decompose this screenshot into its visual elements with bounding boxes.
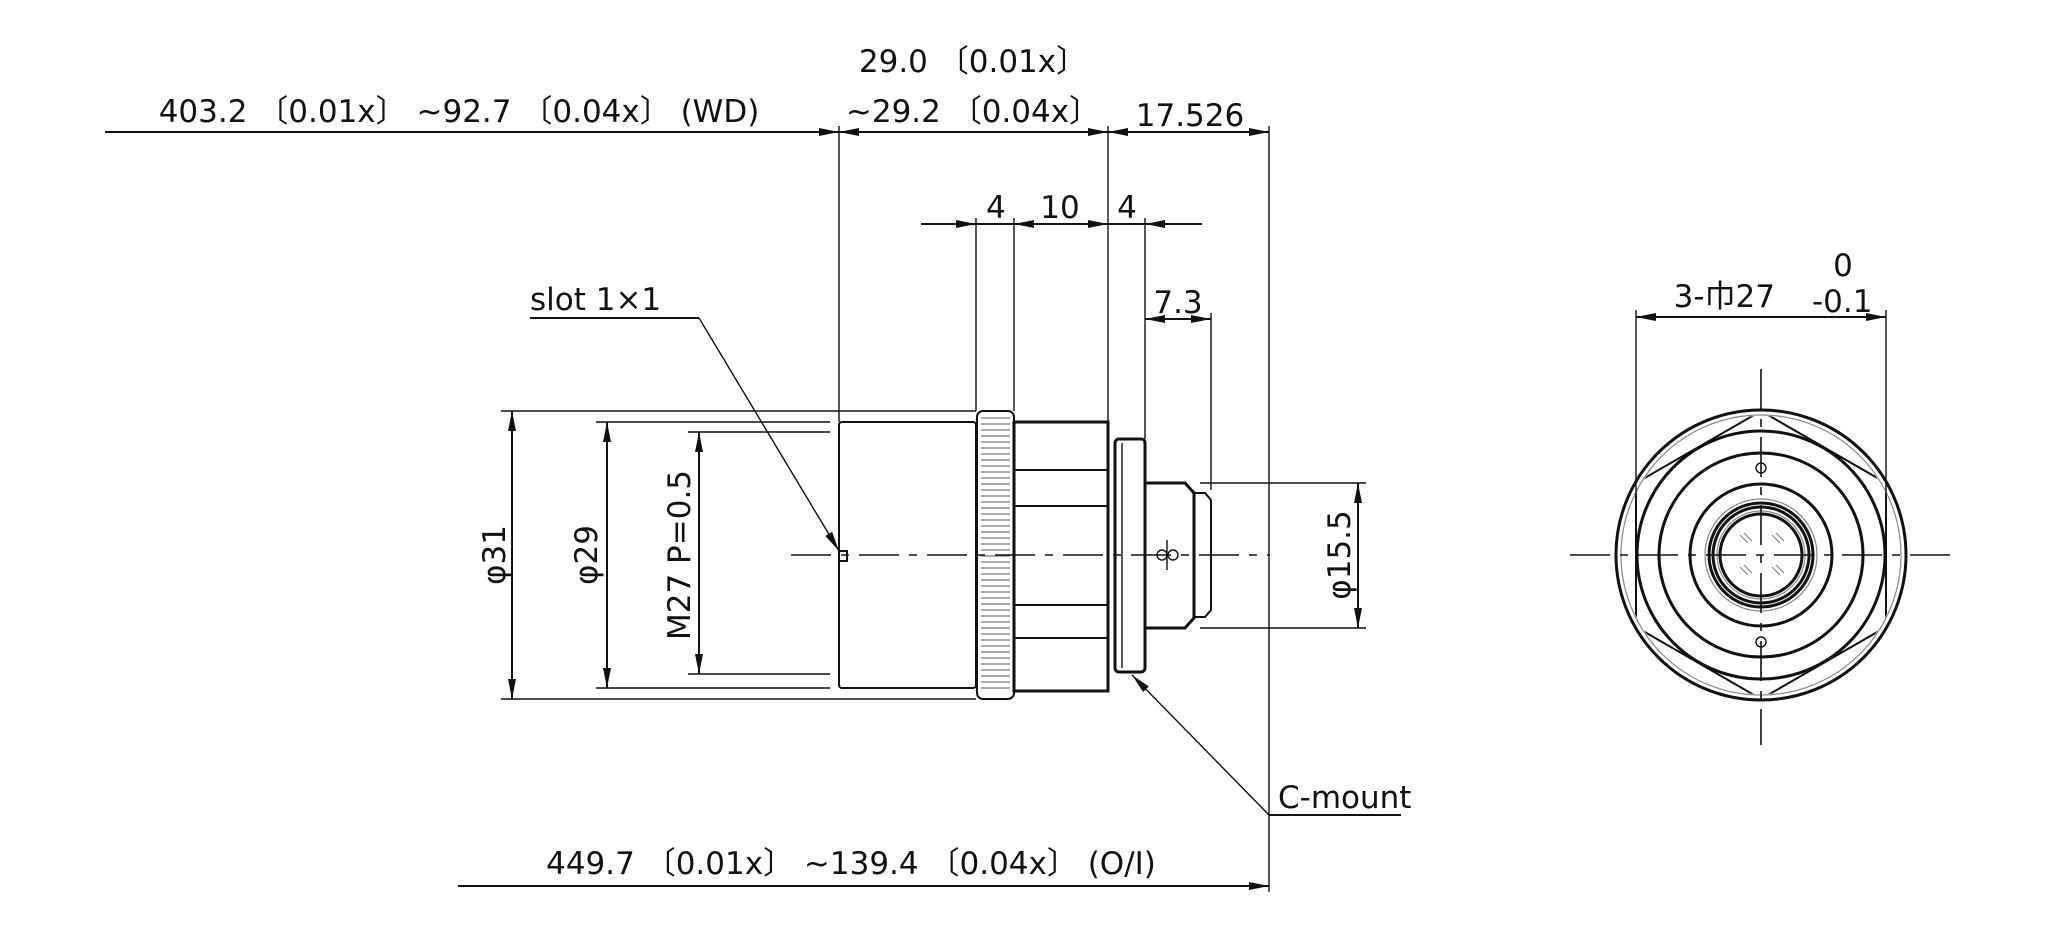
dia-rear-label: φ15.5 xyxy=(1322,510,1358,599)
body-diameter-dimension: φ29 xyxy=(569,421,830,689)
length-min-label: 29.0 〔0.01x〕 xyxy=(859,44,1087,80)
oi-dimension-label: 449.7 〔0.01x〕 ~139.4 〔0.04x〕 (O/I) xyxy=(546,846,1156,882)
dia-body-label: φ29 xyxy=(569,525,605,585)
tolerance-upper: 0 xyxy=(1833,248,1853,284)
rear-length-dimension: 7.3 xyxy=(1145,285,1211,323)
dia-outer-label: φ31 xyxy=(477,525,513,585)
thread-label: M27 P=0.5 xyxy=(662,470,698,640)
slot-label: slot 1×1 xyxy=(530,282,661,318)
outer-diameter-dimension: φ31 xyxy=(477,410,976,700)
c-mount-callout: C-mount xyxy=(1131,674,1411,816)
rear-diameter-dimension: φ15.5 xyxy=(1200,482,1366,629)
flange-back-dimension: 17.526 xyxy=(1108,98,1269,136)
segment-dimensions: 4 10 4 xyxy=(921,190,1202,228)
slot-callout: slot 1×1 xyxy=(530,282,840,552)
wd-dimension-label: 403.2 〔0.01x〕 ~92.7 〔0.04x〕 (WD) xyxy=(159,94,760,130)
lens-side-view xyxy=(791,410,1269,700)
rear-length-label: 7.3 xyxy=(1153,285,1202,321)
c-mount-label: C-mount xyxy=(1278,780,1411,816)
wd-dimension: 403.2 〔0.01x〕 ~92.7 〔0.04x〕 (WD) xyxy=(105,94,839,136)
seg-3-label: 4 xyxy=(1117,190,1137,226)
hex-dimension-label: 3-巾27 xyxy=(1674,279,1775,315)
flange-back-label: 17.526 xyxy=(1136,98,1244,134)
tolerance-lower: -0.1 xyxy=(1812,284,1873,320)
seg-2-label: 10 xyxy=(1040,190,1079,226)
length-max-label: ~29.2 〔0.04x〕 xyxy=(846,94,1100,130)
thread-dimension: M27 P=0.5 xyxy=(662,431,830,675)
knurled-ring xyxy=(981,417,1010,689)
lens-end-view xyxy=(1570,369,1952,745)
oi-dimension: 449.7 〔0.01x〕 ~139.4 〔0.04x〕 (O/I) xyxy=(458,846,1269,890)
hex-dimension: 3-巾27 0 -0.1 xyxy=(1635,248,1887,500)
length-dimension: 29.0 〔0.01x〕 ~29.2 〔0.04x〕 xyxy=(839,44,1108,136)
seg-1-label: 4 xyxy=(986,190,1006,226)
